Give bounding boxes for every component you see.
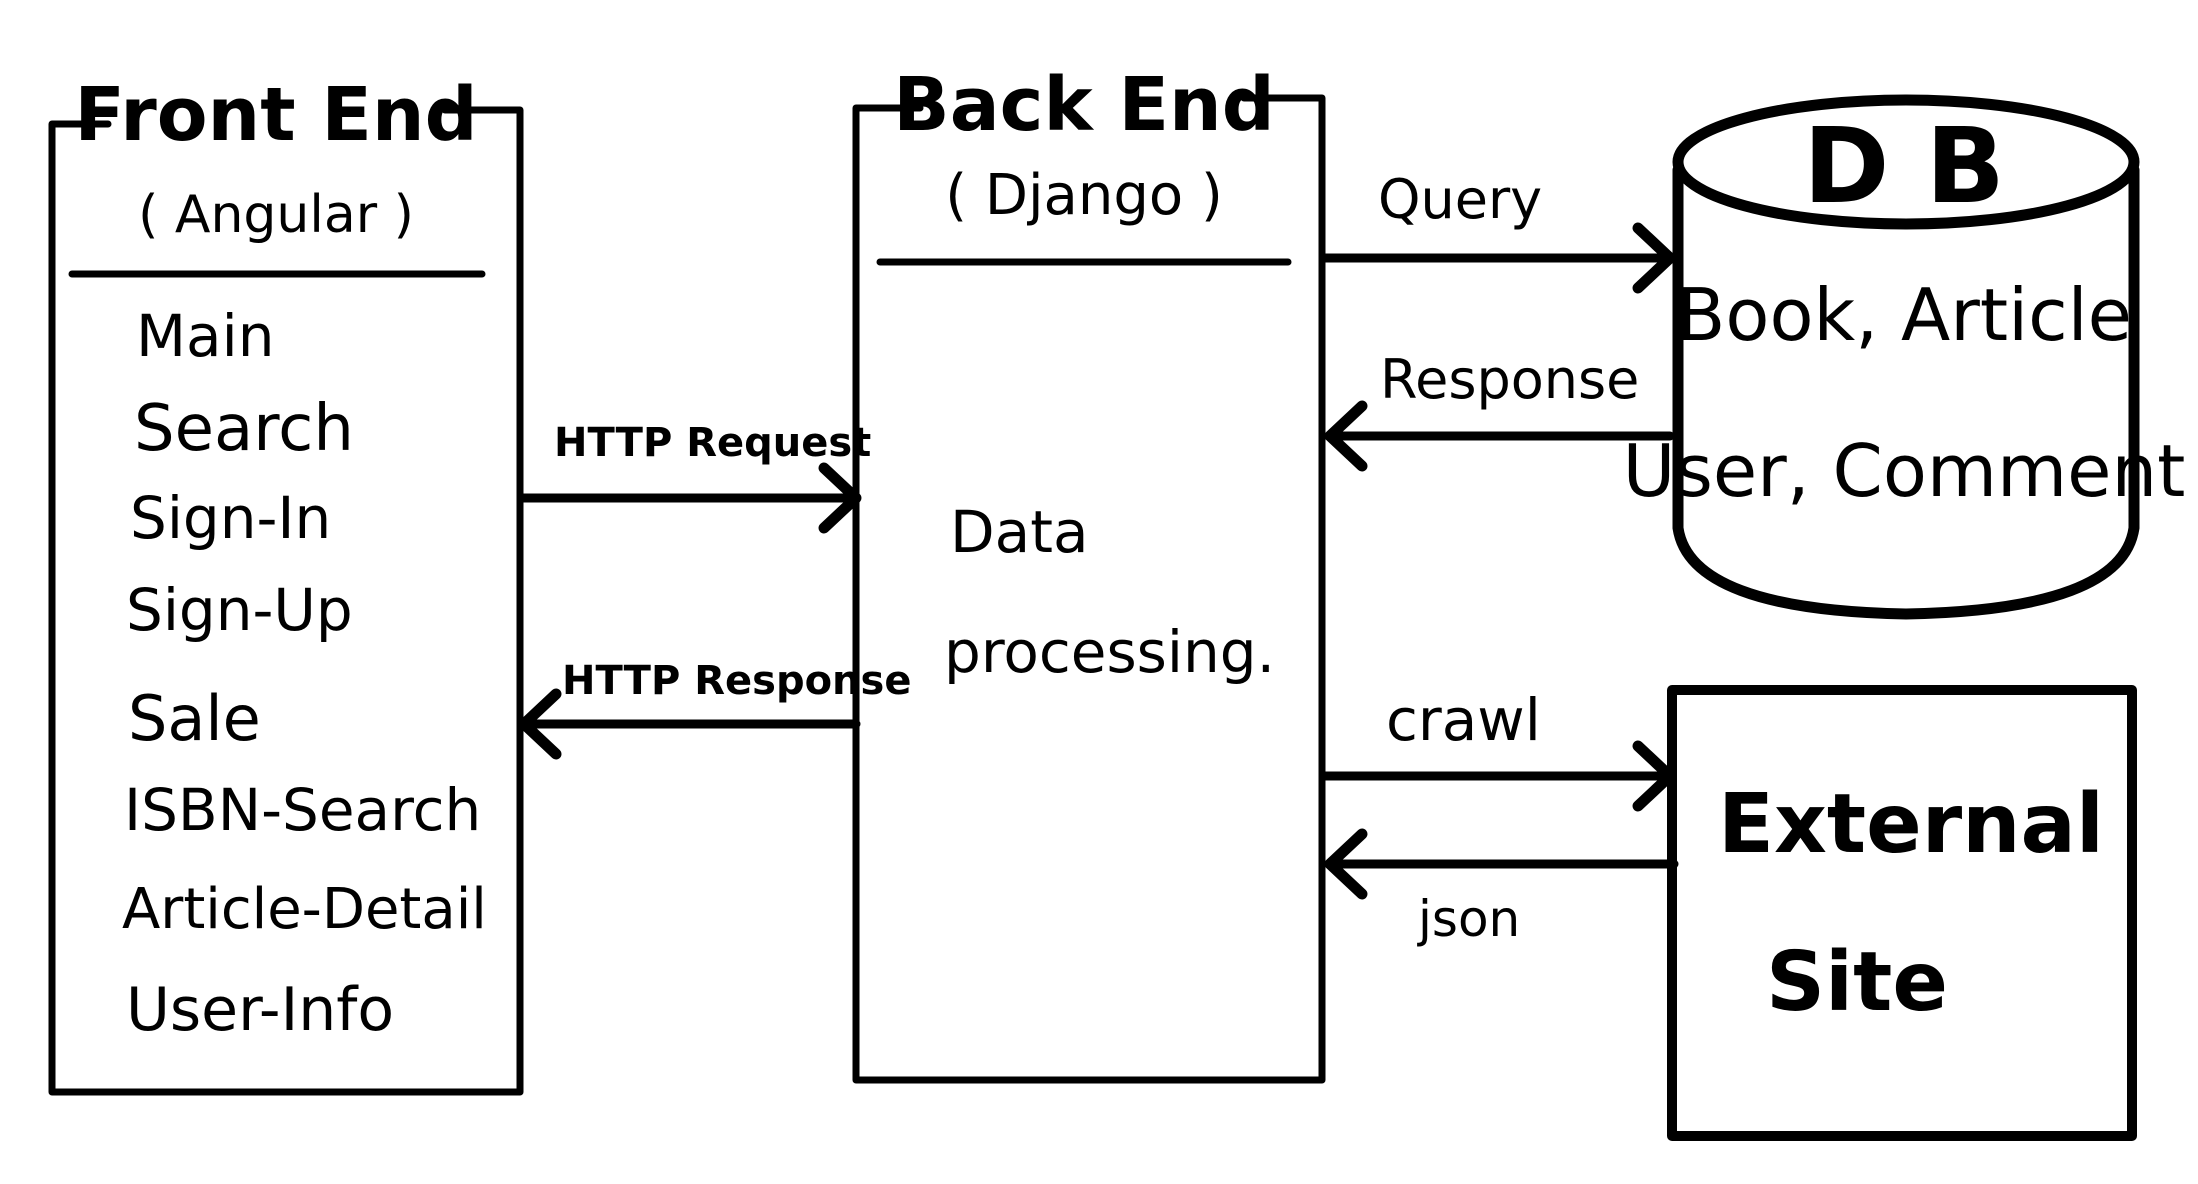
db-cylinder-top: [1672, 94, 2140, 230]
backend-body-line1: Data: [950, 498, 1089, 566]
db-line1: Book, Article: [1676, 273, 2132, 357]
external-site-line2: Site: [1766, 935, 1948, 1030]
frontend-item-sale: Sale: [128, 682, 261, 755]
arrow-http-response-label: HTTP Response: [562, 658, 911, 704]
db-line2: User, Comment: [1623, 429, 2186, 513]
backend-title: Back End: [893, 62, 1274, 148]
frontend-item-list: Main Search Sign-In Sign-Up Sale ISBN-Se…: [122, 302, 487, 1045]
arrow-http-response-head: [518, 688, 562, 760]
frontend-item-sign-in: Sign-In: [130, 484, 331, 552]
arrow-query-label: Query: [1378, 168, 1542, 231]
frontend-title: Front End: [74, 72, 477, 158]
arrow-query: Query: [1319, 168, 1676, 294]
arrow-crawl: crawl: [1319, 686, 1676, 812]
arrow-crawl-head: [1632, 740, 1676, 812]
arrow-db-response-label: Response: [1380, 348, 1639, 411]
frontend-item-main: Main: [136, 302, 274, 370]
frontend-box: Front End ( Angular ) Main Search Sign-I…: [48, 72, 524, 1096]
arrow-http-request-head: [818, 462, 862, 534]
arrow-json: json: [1324, 828, 1679, 948]
frontend-box-outline: [48, 106, 524, 1096]
frontend-item-sign-up: Sign-Up: [126, 576, 353, 644]
backend-box: Back End ( Django ) Data processing.: [852, 62, 1326, 1084]
frontend-item-article-detail: Article-Detail: [122, 877, 487, 942]
backend-subtitle: ( Django ): [945, 163, 1223, 228]
arrow-http-request-label: HTTP Request: [554, 420, 871, 466]
arrow-db-response-head: [1324, 400, 1368, 472]
arrow-query-head: [1632, 222, 1676, 294]
db-title: D B: [1803, 105, 2005, 227]
frontend-item-isbn-search: ISBN-Search: [124, 776, 481, 844]
external-site-box: External Site: [1667, 685, 2137, 1141]
arrow-crawl-label: crawl: [1386, 686, 1541, 754]
external-site-line1: External: [1718, 777, 2104, 872]
arrow-json-label: json: [1417, 890, 1520, 948]
arrow-http-request: HTTP Request: [517, 420, 871, 534]
frontend-item-search: Search: [134, 392, 354, 466]
arrow-json-head: [1324, 828, 1368, 900]
frontend-item-user-info: User-Info: [126, 975, 394, 1045]
frontend-subtitle: ( Angular ): [138, 185, 414, 245]
backend-body-line2: processing.: [944, 618, 1275, 686]
db-cylinder: D B Book, Article User, Comment: [1623, 94, 2186, 620]
db-cylinder-body: [1672, 164, 2140, 620]
arrow-db-response: Response: [1324, 348, 1675, 472]
external-site-outline: [1667, 685, 2137, 1141]
backend-box-outline: [852, 94, 1326, 1084]
arrow-http-response: HTTP Response: [518, 658, 911, 760]
